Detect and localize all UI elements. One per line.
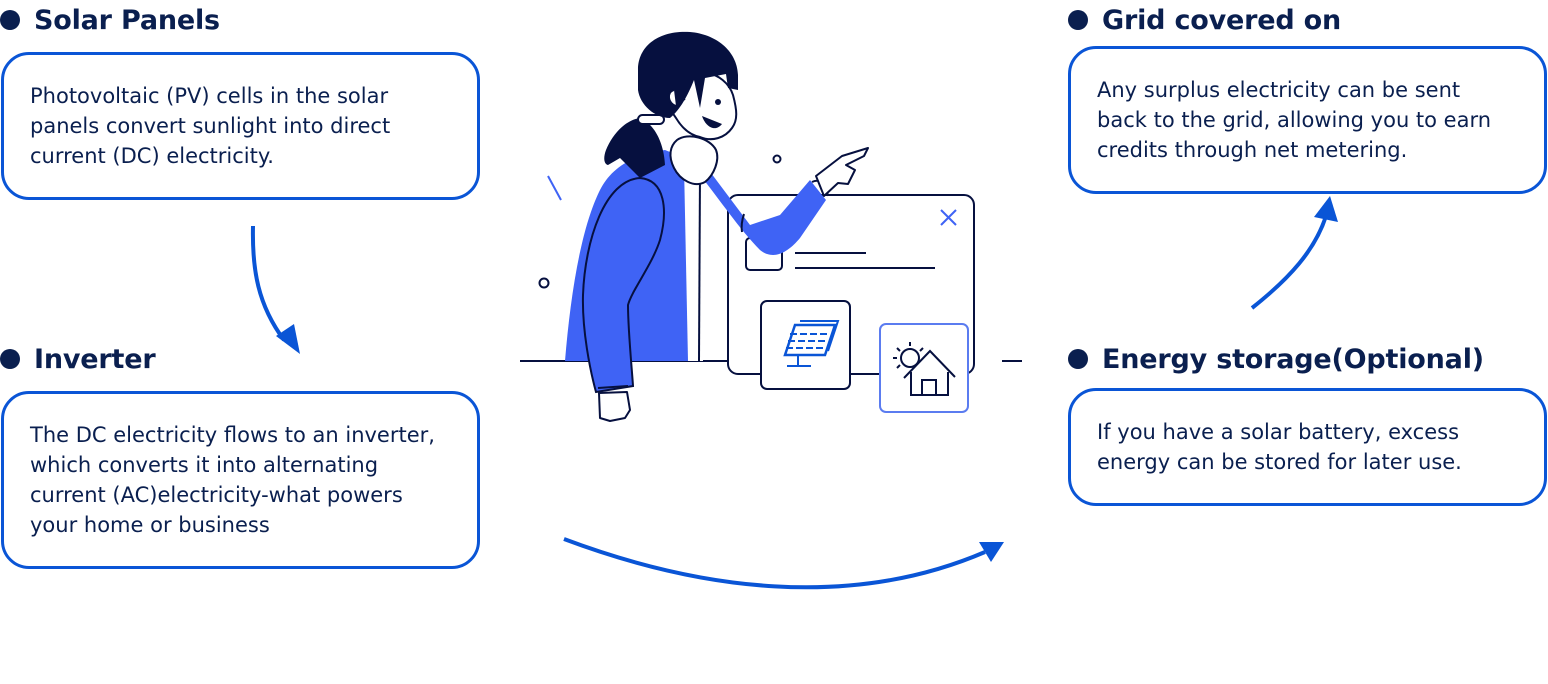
step-card-energy-storage: If you have a solar battery, excess ener… [1068,388,1547,506]
solar-panel-icon [760,300,851,390]
step-title-text: Energy storage(Optional) [1102,343,1484,375]
sun-house-icon [879,323,969,413]
bullet-icon [1068,349,1088,369]
close-icon [940,209,957,226]
step-card-solar-panels: Photovoltaic (PV) cells in the solar pan… [1,52,480,200]
step-title-energy-storage: Energy storage(Optional) [1068,341,1484,377]
bullet-icon [0,10,20,30]
pointing-hand [815,147,869,197]
decor-circle [772,154,782,164]
step-title-text: Solar Panels [34,4,220,36]
arrow-storage-to-grid [1250,196,1338,310]
step-card-grid: Any surplus electricity can be sent back… [1068,46,1547,194]
person [565,31,869,422]
step-description: Photovoltaic (PV) cells in the solar pan… [30,84,391,168]
step-description: If you have a solar battery, excess ener… [1097,420,1462,474]
step-title-solar-panels: Solar Panels [0,2,220,38]
step-description: The DC electricity flows to an inverter,… [30,423,435,537]
step-title-text: Grid covered on [1102,4,1342,36]
arrow-inverter-to-storage [563,537,1004,590]
arrowhead-icon [276,324,300,354]
step-title-inverter: Inverter [0,341,156,377]
bullet-icon [0,349,20,369]
step-title-text: Inverter [34,343,156,375]
decor-circle [538,277,550,289]
step-title-grid: Grid covered on [1068,2,1341,38]
arrow-solar-to-inverter [250,225,300,354]
bullet-icon [1068,10,1088,30]
arrowhead-icon [979,542,1004,562]
step-card-inverter: The DC electricity flows to an inverter,… [1,391,480,569]
sparkle-line [547,175,562,201]
step-description: Any surplus electricity can be sent back… [1097,78,1492,162]
arrowhead-icon [1314,196,1338,222]
